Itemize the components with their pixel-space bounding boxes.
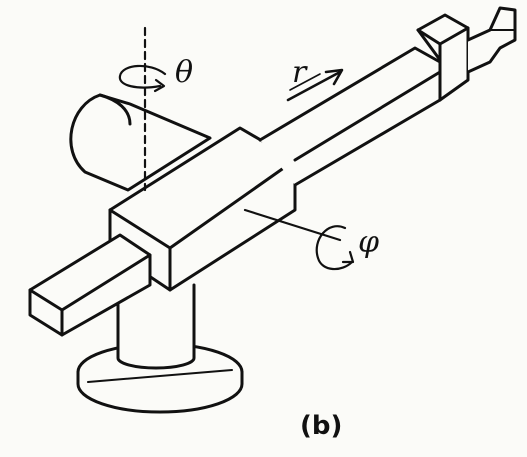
figure-caption: (b) [300,411,342,441]
phi-label: φ [358,225,379,260]
wrist-gripper [416,6,517,102]
r-label: r [292,55,308,90]
phi-rotation-arrow [315,225,355,271]
rear-cylinder [69,93,212,192]
extended-arm [258,46,442,187]
arm-rear-end [28,233,152,337]
pedestal-column [116,283,196,370]
phi-axis [243,208,342,242]
theta-rotation-arrow [118,64,167,93]
r-translation-arrow [286,68,344,102]
theta-label: θ [175,55,193,90]
